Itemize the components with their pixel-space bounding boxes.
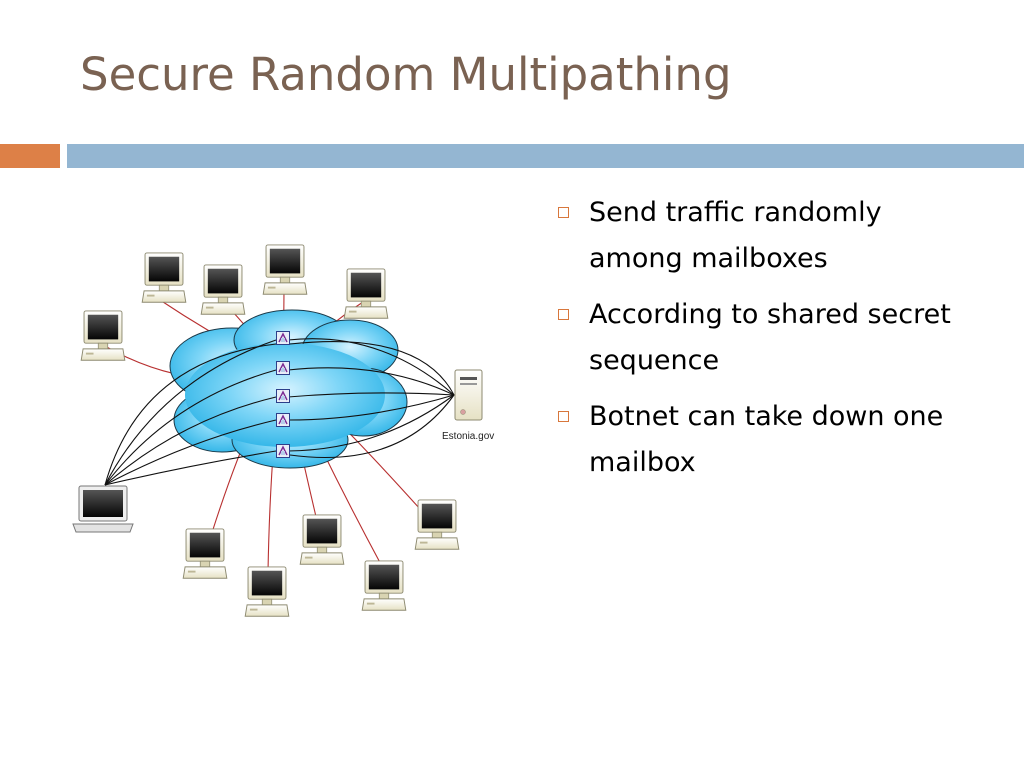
square-bullet-icon bbox=[558, 207, 569, 218]
desktop-computer-icon bbox=[262, 244, 308, 295]
desktop-computer-icon bbox=[244, 566, 290, 617]
desktop-computer-icon bbox=[182, 528, 228, 579]
square-bullet-icon bbox=[558, 309, 569, 320]
mailbox-icon bbox=[276, 331, 290, 345]
title-accent-bar-blue bbox=[67, 144, 1024, 168]
bullet-item: Botnet can take down one mailbox bbox=[556, 394, 976, 486]
desktop-computer-icon bbox=[141, 252, 187, 303]
link-line bbox=[287, 392, 455, 398]
server-label: Estonia.gov bbox=[442, 431, 494, 442]
link-line bbox=[287, 394, 455, 452]
mailbox-icon bbox=[276, 444, 290, 458]
mailbox-icon bbox=[276, 389, 290, 403]
desktop-computer-icon bbox=[361, 560, 407, 611]
server-links bbox=[104, 338, 455, 486]
square-bullet-icon bbox=[558, 411, 569, 422]
desktop-computer-icon bbox=[200, 264, 246, 315]
link-line bbox=[104, 339, 277, 486]
link-line bbox=[287, 394, 455, 421]
bullet-text: Send traffic randomly among mailboxes bbox=[589, 197, 882, 274]
title-accent-bar-orange bbox=[0, 144, 60, 168]
link-line bbox=[104, 396, 277, 486]
bullet-text: Botnet can take down one mailbox bbox=[589, 401, 944, 478]
link-line bbox=[287, 367, 455, 396]
desktop-computer-icon bbox=[299, 514, 345, 565]
mailbox-icon bbox=[276, 361, 290, 375]
link-line bbox=[104, 343, 277, 486]
link-line bbox=[104, 369, 277, 486]
bullet-item: Send traffic randomly among mailboxes bbox=[556, 190, 976, 282]
network-diagram: Estonia.gov bbox=[60, 230, 520, 630]
laptop-icon bbox=[72, 485, 134, 533]
link-line bbox=[287, 338, 455, 396]
slide-title: Secure Random Multipathing bbox=[80, 48, 732, 101]
link-line bbox=[289, 341, 455, 396]
bullet-item: According to shared secret sequence bbox=[556, 292, 976, 384]
desktop-computer-icon bbox=[414, 499, 460, 550]
desktop-computer-icon bbox=[343, 268, 389, 319]
server-tower-icon bbox=[454, 369, 483, 421]
desktop-computer-icon bbox=[80, 310, 126, 361]
link-line bbox=[289, 394, 455, 458]
mailbox-icon bbox=[276, 413, 290, 427]
link-line bbox=[104, 450, 277, 486]
bullet-text: According to shared secret sequence bbox=[589, 299, 951, 376]
link-line bbox=[104, 419, 277, 486]
bullet-list: Send traffic randomly among mailboxes Ac… bbox=[556, 190, 976, 496]
